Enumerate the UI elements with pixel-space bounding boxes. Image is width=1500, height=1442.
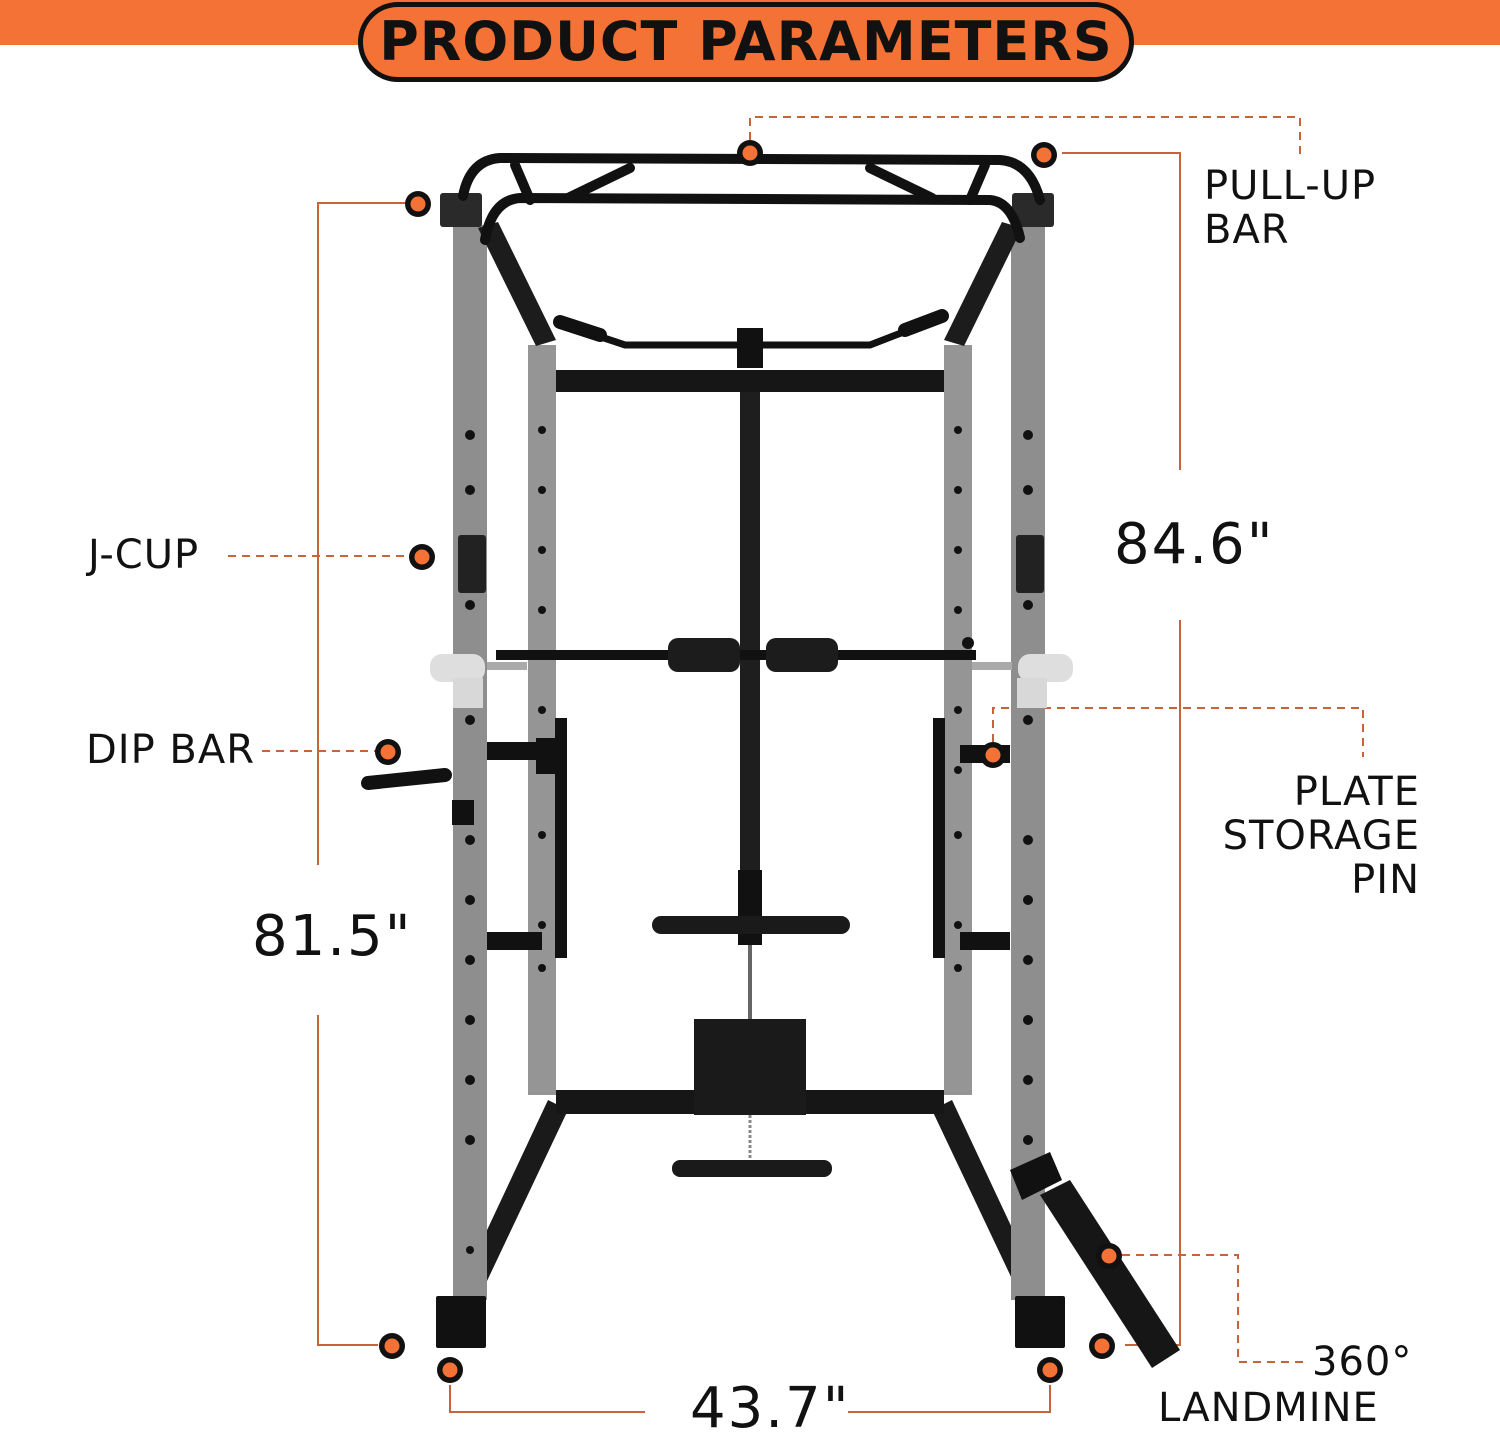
callout-dot-icon	[980, 742, 1006, 768]
label-dip-bar: DIP BAR	[86, 727, 256, 773]
callout-dot-icon	[375, 739, 401, 765]
callout-dot-icon	[1031, 142, 1057, 168]
dimension-height-total: 84.6"	[1114, 512, 1275, 577]
callout-dot-icon	[1037, 1357, 1063, 1383]
callout-dot-icon	[437, 1357, 463, 1383]
callout-dot-icon	[1089, 1333, 1115, 1359]
callout-dot-icon	[737, 140, 763, 166]
callout-dots	[375, 140, 1122, 1383]
leader-lines	[228, 116, 1364, 1363]
label-line: BAR	[1204, 207, 1290, 253]
label-line: PIN	[1351, 857, 1420, 903]
rack-frame	[361, 153, 1180, 1368]
dimension-width: 43.7"	[690, 1376, 851, 1441]
label-line: PLATE	[1293, 769, 1420, 815]
dimension-height-frame: 81.5"	[252, 904, 413, 969]
label-line: STORAGE	[1222, 813, 1420, 859]
pull-up-bar	[458, 153, 1045, 245]
label-landmine: LANDMINE	[1158, 1385, 1379, 1431]
label-line: PULL-UP	[1204, 163, 1377, 209]
callout-dot-icon	[409, 544, 435, 570]
callout-dot-icon	[379, 1333, 405, 1359]
callout-dot-icon	[1096, 1243, 1122, 1269]
label-pull-up-bar: PULL-UP BAR	[1204, 164, 1376, 252]
label-j-cup: J-CUP	[88, 532, 200, 578]
label-plate-storage-pin: PLATE STORAGE PIN	[1200, 770, 1420, 902]
title-pill: PRODUCT PARAMETERS	[358, 2, 1134, 82]
label-landmine-degree: 360°	[1312, 1339, 1413, 1385]
callout-dot-icon	[405, 191, 431, 217]
page-title: PRODUCT PARAMETERS	[379, 10, 1113, 73]
